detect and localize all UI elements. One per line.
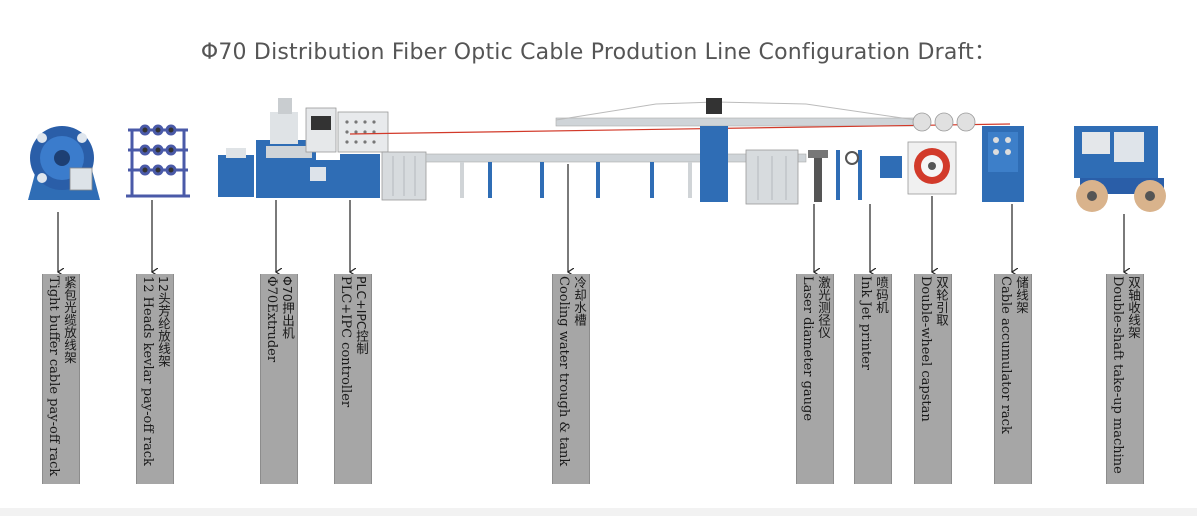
- tight-buffer-payoff-machine: [28, 126, 100, 200]
- capstan-machine: [907, 112, 957, 195]
- ink-jet-machine: [836, 150, 902, 200]
- bottom-strip: [0, 508, 1197, 516]
- callout-arrows: [58, 164, 1124, 272]
- kevlar-payoff-machine: [126, 124, 190, 198]
- accumulator-machine: [956, 112, 1024, 202]
- cooling-trough-machine: [381, 149, 807, 205]
- plc-controller-machine: [305, 107, 389, 198]
- laser-gauge-machine: [808, 150, 828, 202]
- extruder-machine: [218, 98, 342, 198]
- takeup-machine: [1074, 126, 1166, 212]
- overhead-rail: [349, 98, 1011, 202]
- page-title: Φ70 Distribution Fiber Optic Cable Produ…: [200, 40, 997, 65]
